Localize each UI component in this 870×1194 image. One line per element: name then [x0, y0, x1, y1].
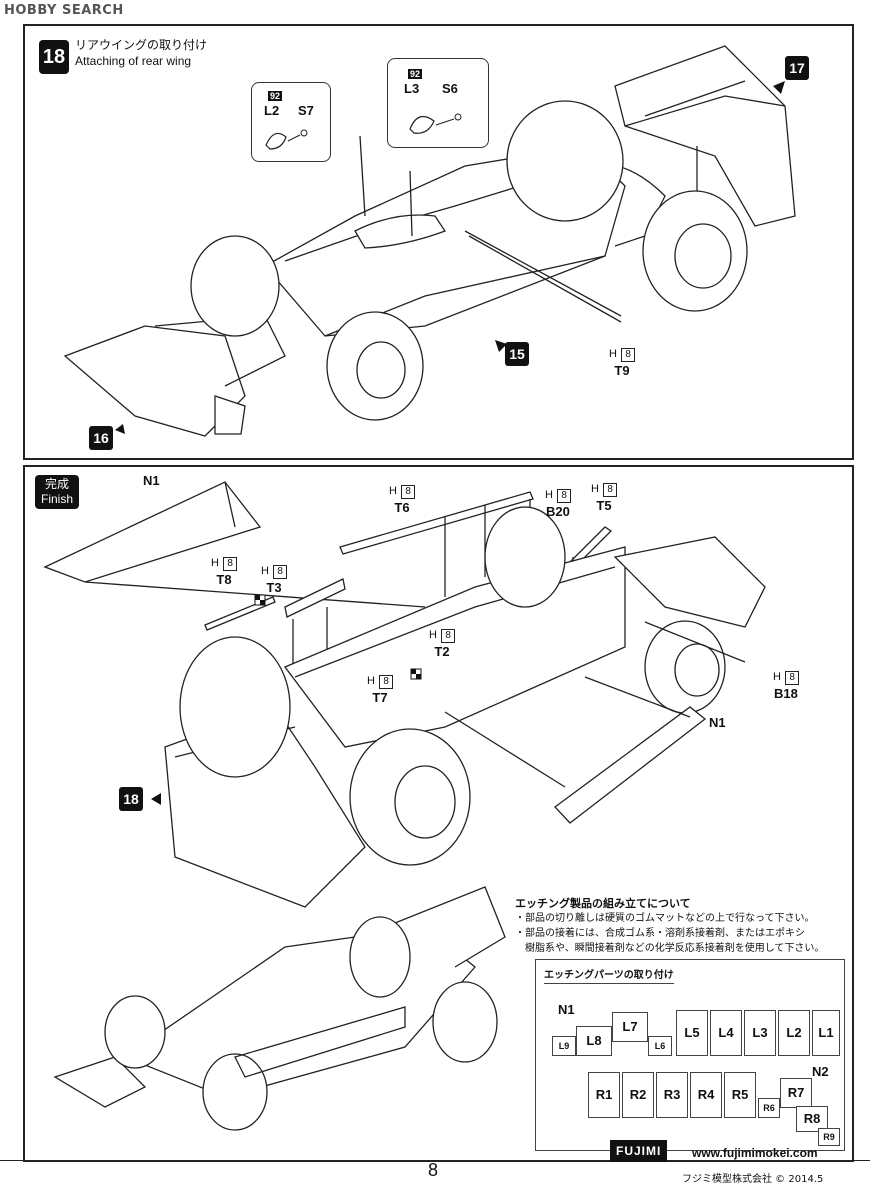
part-code: T3 — [266, 580, 282, 595]
part-code: T8 — [216, 572, 232, 587]
part-sprue-badge: 92 — [268, 91, 283, 101]
step-title-en: Attaching of rear wing — [75, 54, 192, 68]
etching-box-title: エッチングパーツの取り付け — [544, 966, 674, 984]
mirror-part-icon — [409, 113, 462, 134]
etch-cell-r9: R9 — [818, 1128, 840, 1146]
sprue-number-box: 8 — [621, 348, 635, 362]
etch-cell-r3: R3 — [656, 1072, 688, 1118]
sprue-number-box: 8 — [557, 489, 571, 503]
step-number-badge: 18 — [39, 40, 69, 74]
finish-label-jp: 完成 — [45, 477, 70, 491]
part-label-t7: H 8 T7 — [367, 671, 393, 707]
etch-cell-r8: R8 — [796, 1106, 828, 1132]
part-label-l3: L3 — [404, 81, 420, 96]
part-code: B20 — [546, 504, 570, 519]
finish-label-en: Finish — [41, 492, 74, 506]
sprue-number-box: 8 — [603, 483, 617, 497]
car-rear-wing-drawing — [63, 45, 796, 437]
etch-cell-l2: L2 — [778, 1010, 810, 1056]
etch-cell-l6: L6 — [648, 1036, 672, 1056]
etching-n2-label: N2 — [812, 1064, 829, 1079]
callout-l2-s7: 92 L2 S7 — [251, 82, 331, 162]
etching-notes-body: ・部品の切り離しは硬質のゴムマットなどの上で行なって下さい。 ・部品の接着には、… — [515, 911, 850, 956]
sprue-letter: H — [773, 671, 781, 683]
finish-exploded-drawing — [43, 481, 766, 1131]
etching-note-line: ・部品の切り離しは硬質のゴムマットなどの上で行なって下さい。 — [515, 913, 815, 924]
part-label-b18: H 8 B18 — [773, 667, 799, 703]
finish-badge: 完成 Finish — [35, 475, 80, 509]
step-title-jp: リアウイングの取り付け — [75, 38, 208, 52]
etch-cell-r5: R5 — [724, 1072, 756, 1118]
sprue-number-box: 8 — [223, 557, 237, 571]
mirror-part-icon — [265, 129, 308, 150]
etch-cell-l7: L7 — [612, 1012, 648, 1042]
sprue-letter: H — [609, 348, 617, 360]
etch-cell-r1: R1 — [588, 1072, 620, 1118]
part-label-n1-top: N1 — [143, 473, 160, 488]
etch-cell-l9: L9 — [552, 1036, 576, 1056]
part-label-t8: H 8 T8 — [211, 553, 237, 589]
etching-n1-label: N1 — [558, 1002, 575, 1017]
sprue-letter: H — [367, 675, 375, 687]
etching-notes-title: エッチング製品の組み立てについて — [515, 897, 691, 910]
part-label-s7: S7 — [298, 103, 314, 118]
fujimi-logo: FUJIMI — [610, 1140, 668, 1162]
sprue-letter: H — [591, 483, 599, 495]
ref-step-16-badge: 16 — [89, 426, 113, 450]
step-18-panel: 18 リアウイングの取り付け Attaching of rear wing 92… — [23, 24, 854, 460]
ref-step-17-badge: 17 — [785, 56, 809, 80]
part-label-t9: H 8 T9 — [609, 344, 635, 380]
etching-note-line: 樹脂系や、瞬間接着剤などの化学反応系接着剤を使用して下さい。 — [515, 943, 825, 954]
sprue-letter: H — [261, 565, 269, 577]
etch-cell-r6: R6 — [758, 1098, 780, 1118]
footer-rule — [0, 1160, 870, 1161]
watermark: HOBBY SEARCH — [4, 3, 124, 18]
callout-l3-s6: 92 L3 S6 — [387, 58, 489, 148]
sprue-number-box: 8 — [273, 565, 287, 579]
finish-panel: 完成 Finish — [23, 465, 854, 1162]
part-label-t2: H 8 T2 — [429, 625, 455, 661]
checker-icon — [254, 594, 266, 606]
part-label-s6: S6 — [442, 81, 458, 96]
part-label-b20: H 8 B20 — [545, 485, 571, 521]
sprue-letter: H — [429, 629, 437, 641]
sprue-number-box: 8 — [401, 485, 415, 499]
part-label-t3: H 8 T3 — [261, 561, 287, 597]
etch-cell-r4: R4 — [690, 1072, 722, 1118]
etch-cell-r2: R2 — [622, 1072, 654, 1118]
sprue-number-box: 8 — [785, 671, 799, 685]
etch-cell-l1: L1 — [812, 1010, 840, 1056]
part-code: T7 — [372, 690, 388, 705]
sprue-letter: H — [545, 489, 553, 501]
part-label-t6: H 8 T6 — [389, 481, 415, 517]
page-number: 8 — [428, 1160, 439, 1180]
footer-copyright: フジミ模型株式会社 © 2014.5 — [682, 1174, 824, 1185]
part-sprue-badge: 92 — [408, 69, 423, 79]
part-code: T2 — [434, 644, 450, 659]
footer-url[interactable]: www.fujimimokei.com — [692, 1146, 818, 1160]
sprue-number-box: 8 — [379, 675, 393, 689]
etch-cell-l8: L8 — [576, 1026, 612, 1056]
part-label-n1-side: N1 — [709, 715, 726, 730]
part-code: T5 — [596, 498, 612, 513]
part-label-t5: H 8 T5 — [591, 479, 617, 515]
etching-parts-box: エッチングパーツの取り付け N1 N2 L9 L8 L7 L6 L5 L4 L3… — [535, 959, 845, 1151]
ref-step-15-badge: 15 — [505, 342, 529, 366]
part-label-l2: L2 — [264, 103, 280, 118]
sprue-number-box: 8 — [441, 629, 455, 643]
part-code: T6 — [394, 500, 410, 515]
sprue-letter: H — [389, 485, 397, 497]
part-code: T9 — [614, 363, 630, 378]
etch-cell-l3: L3 — [744, 1010, 776, 1056]
etch-cell-r7: R7 — [780, 1078, 812, 1108]
ref-step-18-badge: 18 — [119, 787, 143, 811]
etch-cell-l4: L4 — [710, 1010, 742, 1056]
etching-note-line: ・部品の接着には、合成ゴム系・溶剤系接着剤、またはエポキシ — [515, 928, 805, 939]
checker-icon — [410, 668, 422, 680]
sprue-letter: H — [211, 557, 219, 569]
part-code: B18 — [774, 686, 798, 701]
etch-cell-l5: L5 — [676, 1010, 708, 1056]
